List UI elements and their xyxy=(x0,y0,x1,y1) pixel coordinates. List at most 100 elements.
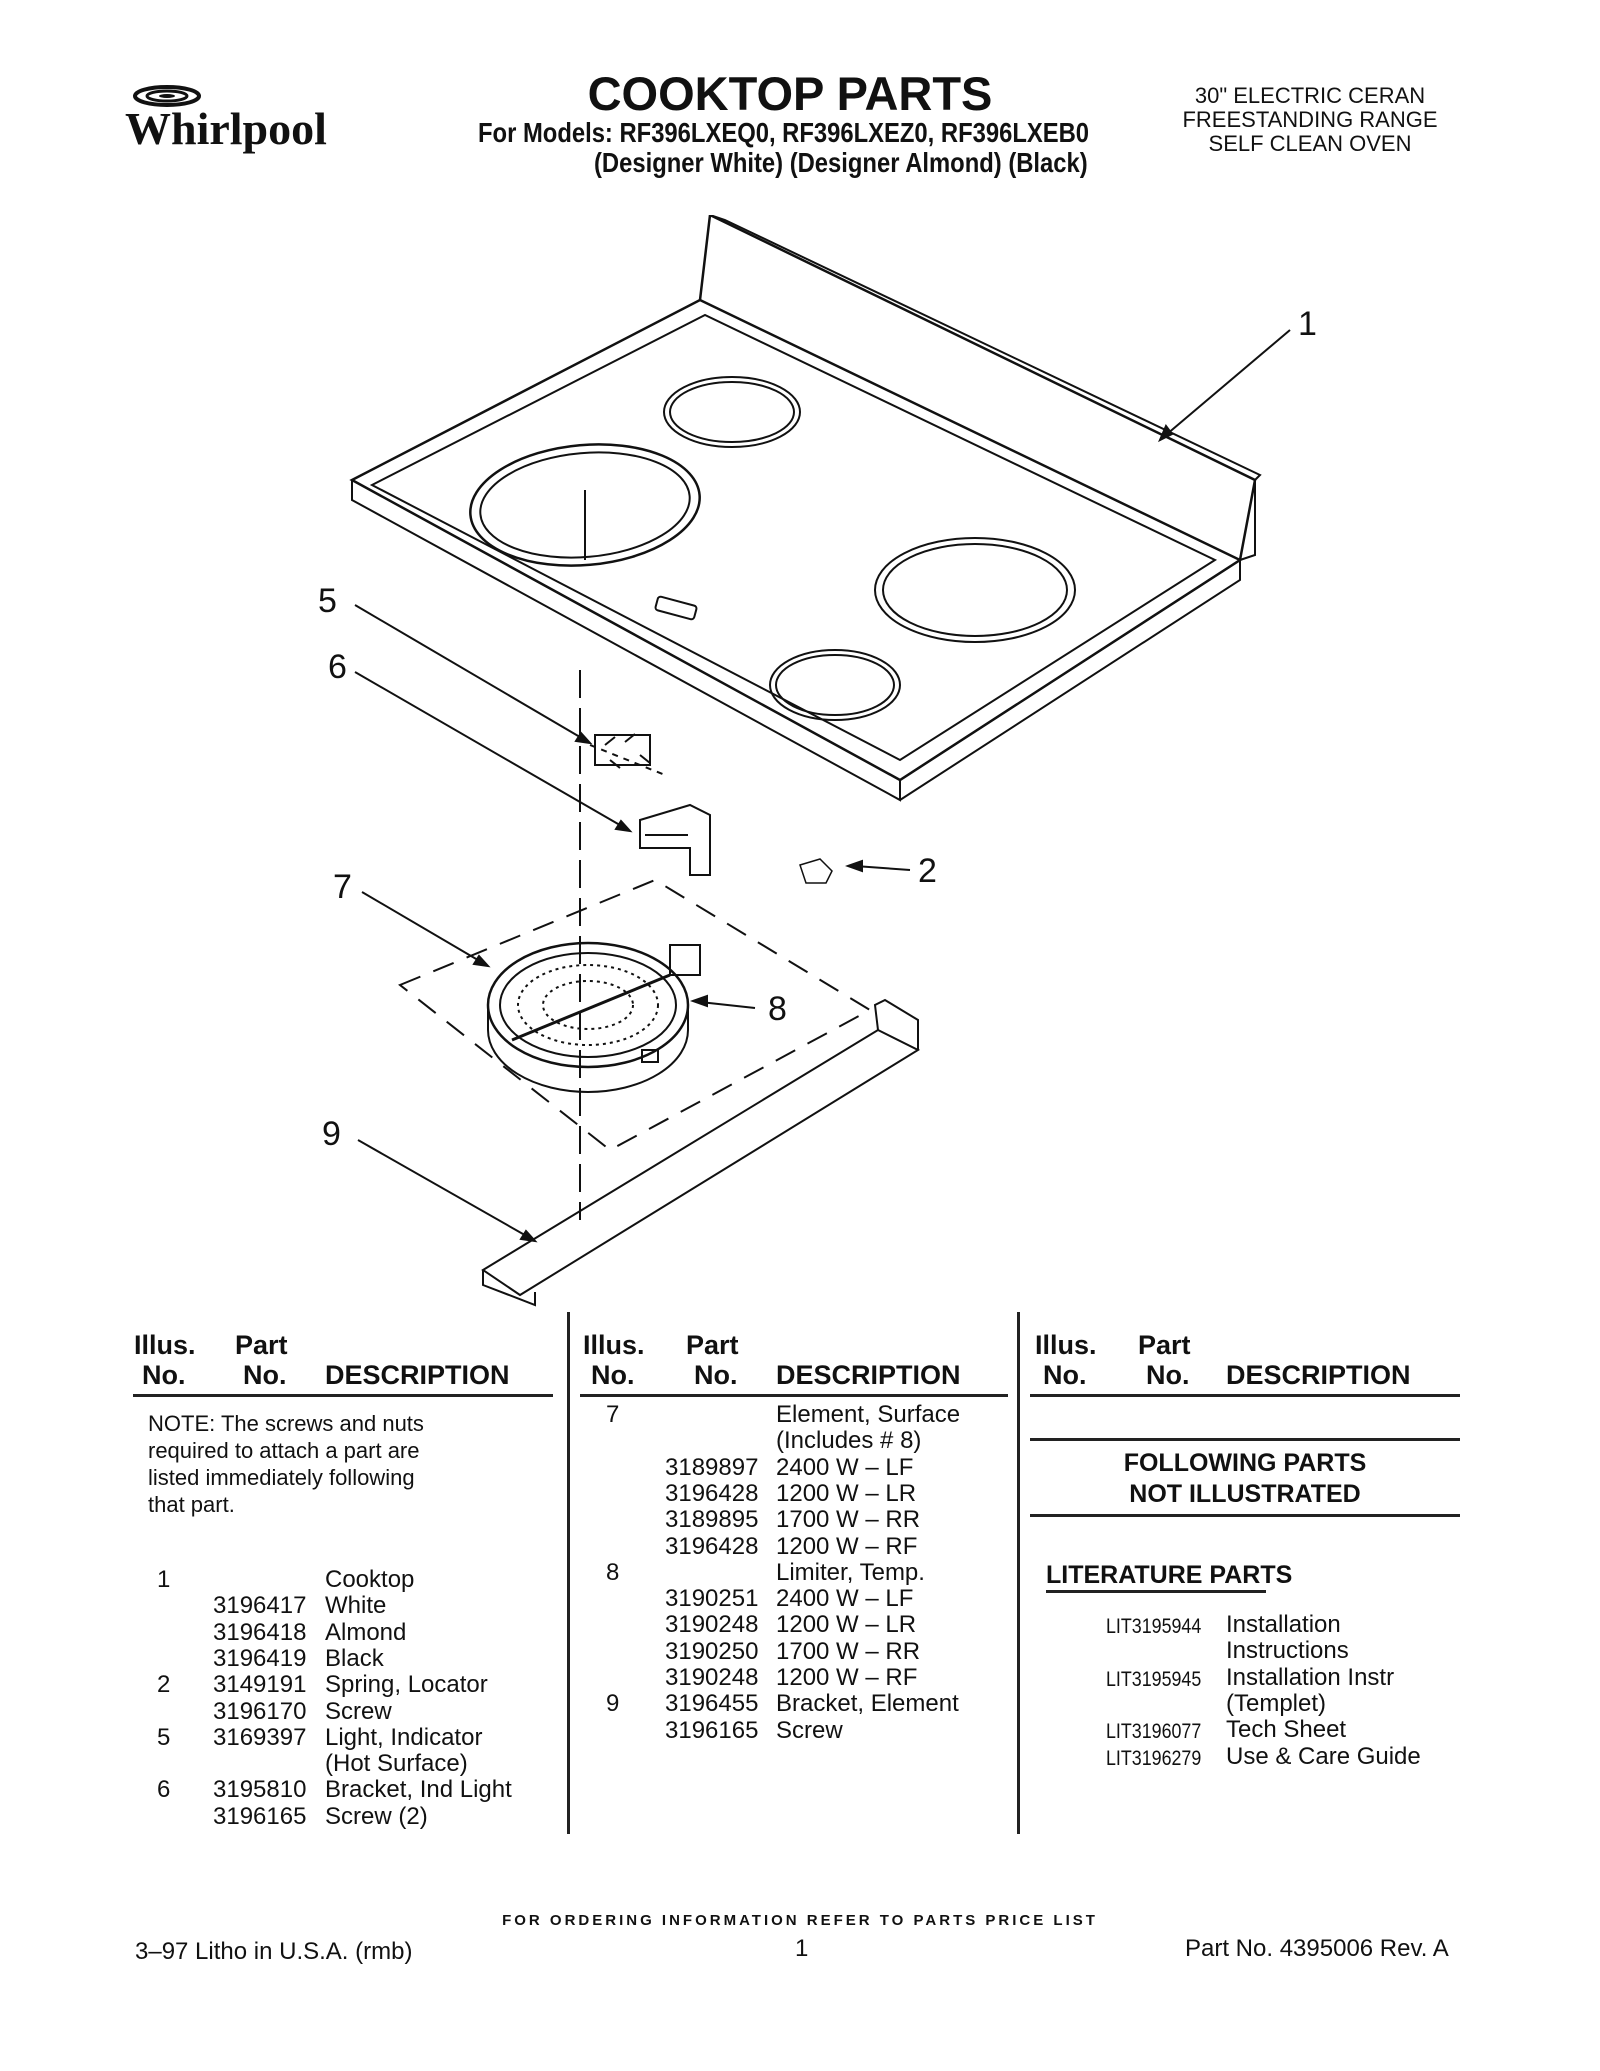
indicator-light-illustration xyxy=(589,733,666,776)
callout-5: 5 xyxy=(318,582,337,620)
col1-row-part: 3196418 xyxy=(213,1618,307,1646)
col3-rule-top xyxy=(1030,1438,1460,1441)
literature-description: Installation xyxy=(1226,1611,1341,1638)
col2-row-desc: Limiter, Temp. xyxy=(776,1558,925,1586)
surface-element-illustration xyxy=(486,941,701,1093)
literature-part-number: LIT3196077 xyxy=(1106,1720,1202,1744)
document-part-number: Part No. 4395006 Rev. A xyxy=(1185,1935,1449,1962)
col1-row-desc: Screw xyxy=(325,1697,392,1725)
whirlpool-logo: Whirlpool xyxy=(125,85,327,154)
col1-row-part: 3195810 xyxy=(213,1776,307,1804)
col3-part-header: Part No. xyxy=(1138,1330,1191,1391)
colors-line: (Designer White) (Designer Almond) (Blac… xyxy=(594,147,1088,178)
column-divider-2 xyxy=(1017,1312,1020,1834)
col2-row-desc: 1200 W – LR xyxy=(776,1479,917,1507)
col1-description-header: DESCRIPTION xyxy=(325,1360,510,1390)
col1-row-desc: Light, Indicator xyxy=(325,1723,483,1751)
col2-row-part: 3189897 xyxy=(665,1453,759,1481)
cooktop-illustration xyxy=(349,215,1262,802)
col1-row-desc: White xyxy=(325,1592,387,1620)
col2-row-illus: 9 xyxy=(606,1690,620,1718)
page-number: 1 xyxy=(795,1935,809,1962)
range-desc-line-1: 30" ELECTRIC CERAN xyxy=(1194,83,1426,108)
col2-row-part: 3190248 xyxy=(665,1664,759,1691)
callout-1: 1 xyxy=(1298,305,1317,343)
col1-row-desc: Spring, Locator xyxy=(325,1671,488,1699)
col3-header-rule xyxy=(1030,1394,1460,1397)
models-line: For Models: RF396LXEQ0, RF396LXEZ0, RF39… xyxy=(478,117,1090,148)
brand-wordmark: Whirlpool xyxy=(125,103,327,154)
col2-row-desc: 1200 W – RF xyxy=(776,1532,918,1560)
literature-heading-underline xyxy=(1046,1590,1266,1593)
not-illustrated-heading: FOLLOWING PARTS NOT ILLUSTRATED xyxy=(1123,1449,1367,1508)
col1-row-desc: Black xyxy=(325,1644,384,1672)
literature-part-number: LIT3196279 xyxy=(1106,1746,1202,1770)
col2-row-illus: 7 xyxy=(606,1401,620,1428)
literature-description: Use & Care Guide xyxy=(1226,1742,1421,1770)
literature-description: (Templet) xyxy=(1226,1689,1327,1717)
literature-parts-heading: LITERATURE PARTS xyxy=(1046,1561,1293,1589)
callout-7: 7 xyxy=(333,868,352,906)
range-description: 30" ELECTRIC CERAN FREESTANDING RANGE SE… xyxy=(1160,83,1460,157)
col1-header-rule xyxy=(133,1394,553,1397)
col2-row-part: 3196428 xyxy=(665,1532,759,1560)
col3-description-header: DESCRIPTION xyxy=(1226,1360,1411,1390)
ordering-info: FOR ORDERING INFORMATION REFER TO PARTS … xyxy=(502,1912,1098,1929)
col2-row-part: 3190251 xyxy=(665,1585,759,1613)
callout-6: 6 xyxy=(328,648,347,686)
col2-row-part: 3189895 xyxy=(665,1506,759,1534)
col1-row-illus: 5 xyxy=(157,1723,171,1751)
col2-row-desc: Element, Surface xyxy=(776,1401,961,1428)
col1-row-part: 3196417 xyxy=(213,1592,307,1620)
col3-illus-header: Illus. No. xyxy=(1035,1330,1097,1391)
col2-row-desc: (Includes # 8) xyxy=(776,1427,922,1455)
literature-description: Tech Sheet xyxy=(1226,1716,1347,1744)
col1-row-illus: 2 xyxy=(157,1671,171,1699)
range-desc-line-2: FREESTANDING RANGE xyxy=(1182,107,1438,133)
litho-info: 3–97 Litho in U.S.A. (rmb) xyxy=(135,1938,413,1965)
exploded-parts-diagram: 1 2 5 6 7 8 9 xyxy=(318,215,1317,1307)
col1-row-part: 3169397 xyxy=(213,1723,307,1751)
col1-illus-header: Illus. No. xyxy=(134,1330,196,1391)
col1-row-desc: Almond xyxy=(325,1618,407,1646)
col1-row-illus: 6 xyxy=(157,1776,171,1804)
literature-description: Instructions xyxy=(1226,1637,1349,1665)
col3-rule-bottom xyxy=(1030,1514,1460,1517)
screws-note: NOTE: The screws and nuts required to at… xyxy=(148,1411,424,1517)
col2-row-part: 3196455 xyxy=(665,1690,759,1718)
element-bracket-illustration xyxy=(481,998,921,1307)
col1-row-part: 3196165 xyxy=(213,1802,307,1830)
col1-row-part: 3149191 xyxy=(213,1671,307,1699)
col1-row-desc: (Hot Surface) xyxy=(325,1750,468,1778)
col1-row-desc: Screw (2) xyxy=(325,1802,428,1830)
callout-2: 2 xyxy=(918,852,937,890)
col1-row-illus: 1 xyxy=(157,1566,171,1593)
callout-arrows xyxy=(354,329,1291,1243)
literature-part-number: LIT3195945 xyxy=(1106,1667,1202,1691)
col2-part-header: Part No. xyxy=(686,1330,739,1391)
col2-row-illus: 8 xyxy=(606,1558,620,1586)
col1-part-header: Part No. xyxy=(235,1330,288,1391)
col2-row-part: 3190248 xyxy=(665,1611,759,1639)
col2-description-header: DESCRIPTION xyxy=(776,1360,961,1390)
col2-row-desc: 1200 W – LR xyxy=(776,1611,917,1639)
col2-row-desc: 1200 W – RF xyxy=(776,1664,918,1691)
col1-row-desc: Cooktop xyxy=(325,1566,415,1593)
col2-row-desc: 1700 W – RR xyxy=(776,1637,921,1665)
column-divider-1 xyxy=(567,1312,570,1834)
col2-row-desc: 2400 W – LF xyxy=(776,1453,914,1481)
literature-part-number: LIT3195944 xyxy=(1106,1615,1202,1638)
col2-row-desc: 2400 W – LF xyxy=(776,1585,914,1613)
col2-row-part: 3196165 xyxy=(665,1716,759,1744)
col1-row-part: 3196170 xyxy=(213,1697,307,1725)
col2-row-part: 3196428 xyxy=(665,1479,759,1507)
col2-row-part: 3190250 xyxy=(665,1637,759,1665)
literature-description: Installation Instr xyxy=(1226,1663,1395,1691)
col1-row-part: 3196419 xyxy=(213,1644,307,1672)
callout-8: 8 xyxy=(768,990,787,1028)
col2-row-desc: Bracket, Element xyxy=(776,1690,959,1718)
range-desc-line-3: SELF CLEAN OVEN xyxy=(1208,131,1412,157)
col2-illus-header: Illus. No. xyxy=(583,1330,645,1391)
callout-9: 9 xyxy=(322,1115,341,1153)
col2-row-desc: 1700 W – RR xyxy=(776,1506,921,1534)
